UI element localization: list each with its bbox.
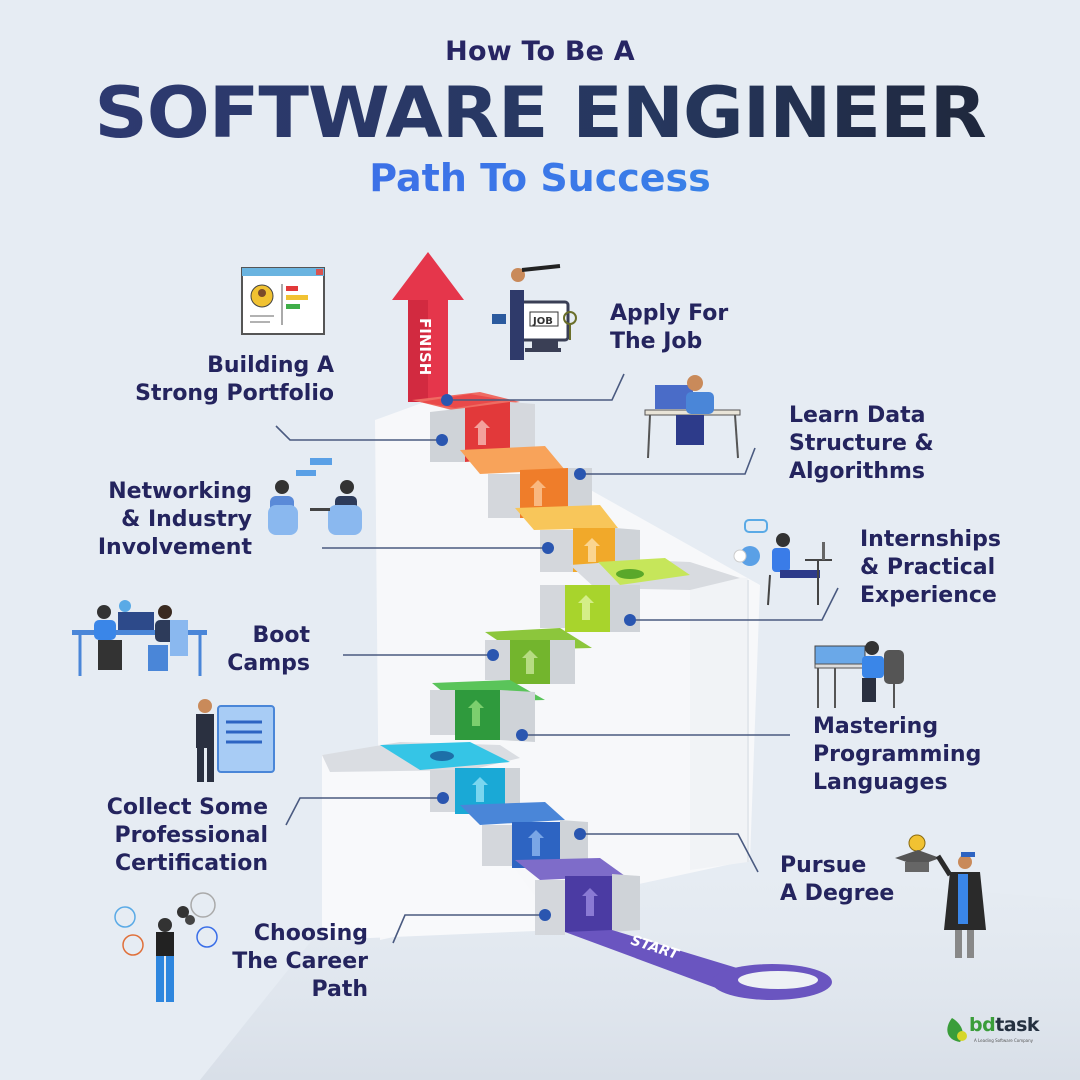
step-9 bbox=[430, 402, 535, 462]
wall-right-face bbox=[690, 575, 748, 870]
finish-label: FINISH bbox=[416, 318, 434, 375]
connector-choosing bbox=[392, 914, 545, 944]
page-title: SOFTWARE ENGINEER bbox=[0, 72, 1080, 154]
step-label-learn-dsa: Learn Data Structure & Algorithms bbox=[789, 403, 934, 484]
job-search-businessman-icon bbox=[492, 264, 577, 360]
step-4 bbox=[430, 680, 545, 742]
brand-tagline: A Leading Software Company bbox=[974, 1038, 1034, 1043]
connector-portfolio bbox=[275, 425, 442, 441]
connector-dots bbox=[436, 394, 636, 921]
step-label-internships: Internships & Practical Experience bbox=[860, 527, 1001, 608]
wall-lower bbox=[322, 740, 560, 940]
landing-badge-lime bbox=[616, 569, 644, 579]
step-label-boot-camps: Boot Camps bbox=[227, 623, 310, 676]
step-label-pursue-degree: Pursue A Degree bbox=[780, 853, 895, 906]
connectors bbox=[275, 373, 839, 944]
finish-arrow bbox=[392, 252, 464, 402]
step-label-choosing-career: Choosing The Career Path bbox=[232, 921, 368, 1002]
connector-internships bbox=[630, 587, 839, 621]
brand-wordmark: bdtask bbox=[969, 1014, 1040, 1036]
presenter-with-checklist-icon bbox=[196, 699, 275, 782]
connector-degree bbox=[580, 833, 759, 873]
portfolio-profile-window-icon bbox=[241, 267, 325, 335]
step-label-certification: Collect Some Professional Certification bbox=[106, 795, 268, 876]
person-studying-at-computer-icon bbox=[644, 375, 741, 459]
step-label-building-portfolio: Building A Strong Portfolio bbox=[135, 353, 334, 406]
page-subtitle: Path To Success bbox=[0, 156, 1080, 200]
job-screen-text: JOB bbox=[532, 316, 553, 327]
brand-logo: bdtask A Leading Software Company bbox=[944, 1014, 1040, 1043]
developer-at-desk-icon bbox=[814, 641, 904, 708]
start-path bbox=[565, 930, 832, 1000]
step-1 bbox=[515, 858, 640, 935]
step-10 bbox=[412, 392, 520, 410]
connector-apply bbox=[447, 373, 625, 401]
step-label-apply-for-job: Apply For The Job bbox=[610, 301, 729, 354]
intern-with-laptop-icon bbox=[733, 519, 832, 606]
graduate-with-cap-icon bbox=[895, 834, 986, 958]
step-label-mastering-programming: Mastering Programming Languages bbox=[813, 714, 982, 795]
step-2 bbox=[460, 802, 588, 868]
step-label-networking: Networking & Industry Involvement bbox=[97, 479, 252, 560]
title-kicker: How To Be A bbox=[445, 36, 635, 67]
brand-logo-icon bbox=[947, 1018, 967, 1042]
two-coders-at-desk-icon bbox=[72, 600, 207, 676]
step-6 bbox=[540, 558, 740, 632]
landing-badge-cyan bbox=[430, 751, 454, 761]
people-in-conversation-icon bbox=[268, 458, 362, 535]
connector-certification bbox=[285, 797, 443, 826]
step-3 bbox=[322, 742, 520, 814]
connector-dsa bbox=[580, 447, 756, 475]
person-thinking-tech-icons bbox=[114, 892, 218, 1002]
